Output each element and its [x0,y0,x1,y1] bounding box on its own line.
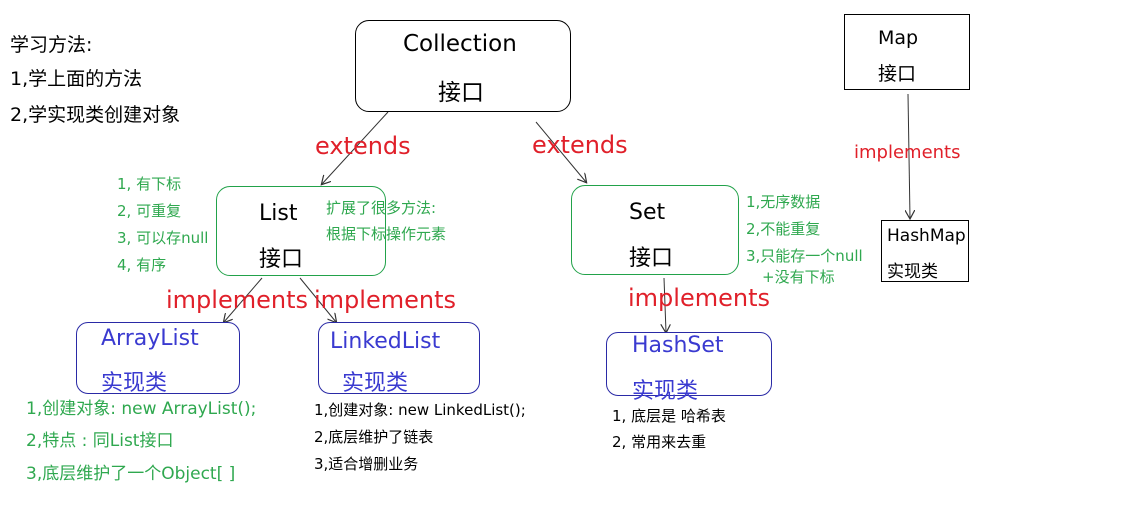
list-feature: 4, 有序 [117,256,167,274]
arrow-set-to-hashset [664,277,666,332]
list-feature: 3, 可以存null [117,229,209,247]
list-kind: 接口 [259,247,304,272]
implements-label-arraylist: implements [166,286,308,314]
arrow-list-to-linkedlist [299,277,336,322]
linkedlist-kind: 实现类 [342,371,409,396]
arrow-set-to-collection [535,121,586,182]
implements-label-hashset: implements [628,284,770,312]
list-name: List [259,201,298,226]
hashmap-name: HashMap [887,226,966,246]
linkedlist-note: 2,底层维护了链表 [314,428,434,446]
linkedlist-note: 1,创建对象: new LinkedList(); [314,401,526,419]
set-node: Set 接口 [571,185,739,275]
hashset-name: HashSet [632,333,724,358]
implements-label-map: implements [854,142,961,163]
arraylist-note: 2,特点 : 同List接口 [26,431,174,451]
set-kind: 接口 [629,246,674,271]
arraylist-kind: 实现类 [101,371,168,396]
map-name: Map [878,27,919,49]
hashset-note: 2, 常用来去重 [612,433,707,451]
study-step-2: 2,学实现类创建对象 [10,104,181,126]
collection-node: Collection 接口 [355,20,571,112]
arraylist-name: ArrayList [101,326,199,351]
hashset-node: HashSet 实现类 [606,332,772,404]
list-extra-line: 根据下标操作元素 [326,225,447,243]
arrow-map-to-hashmap [908,93,910,218]
list-feature: 2, 可重复 [117,202,182,220]
study-step-1: 1,学上面的方法 [10,68,143,90]
set-feature: +没有下标 [762,268,835,286]
set-feature: 2,不能重复 [746,220,821,238]
arrow-list-to-collection [322,111,389,184]
set-feature: 3,只能存一个null [746,247,863,265]
extends-label-set: extends [532,131,628,159]
set-name: Set [629,200,666,225]
arraylist-node: ArrayList 实现类 [76,322,240,396]
arrow-list-to-arraylist [224,277,263,322]
extends-label-list: extends [315,132,411,160]
linkedlist-note: 3,适合增删业务 [314,455,419,473]
hashmap-kind: 实现类 [887,262,938,282]
collection-kind: 接口 [438,80,484,106]
list-node: List 接口 [216,186,386,276]
arraylist-note: 3,底层维护了一个Object[ ] [26,464,236,484]
study-title: 学习方法: [10,34,93,56]
hashset-note: 1, 底层是 哈希表 [612,407,726,425]
linkedlist-node: LinkedList 实现类 [318,322,480,396]
hashmap-node: HashMap 实现类 [881,220,969,282]
list-feature: 1, 有下标 [117,175,182,193]
linkedlist-name: LinkedList [330,329,441,354]
list-extra-line: 扩展了很多方法: [326,199,437,217]
hashset-kind: 实现类 [632,379,699,404]
collection-name: Collection [403,31,517,57]
arraylist-note: 1,创建对象: new ArrayList(); [26,399,257,419]
set-feature: 1,无序数据 [746,193,821,211]
map-node: Map 接口 [844,14,970,90]
map-kind: 接口 [878,63,917,85]
implements-label-linkedlist: implements [314,286,456,314]
